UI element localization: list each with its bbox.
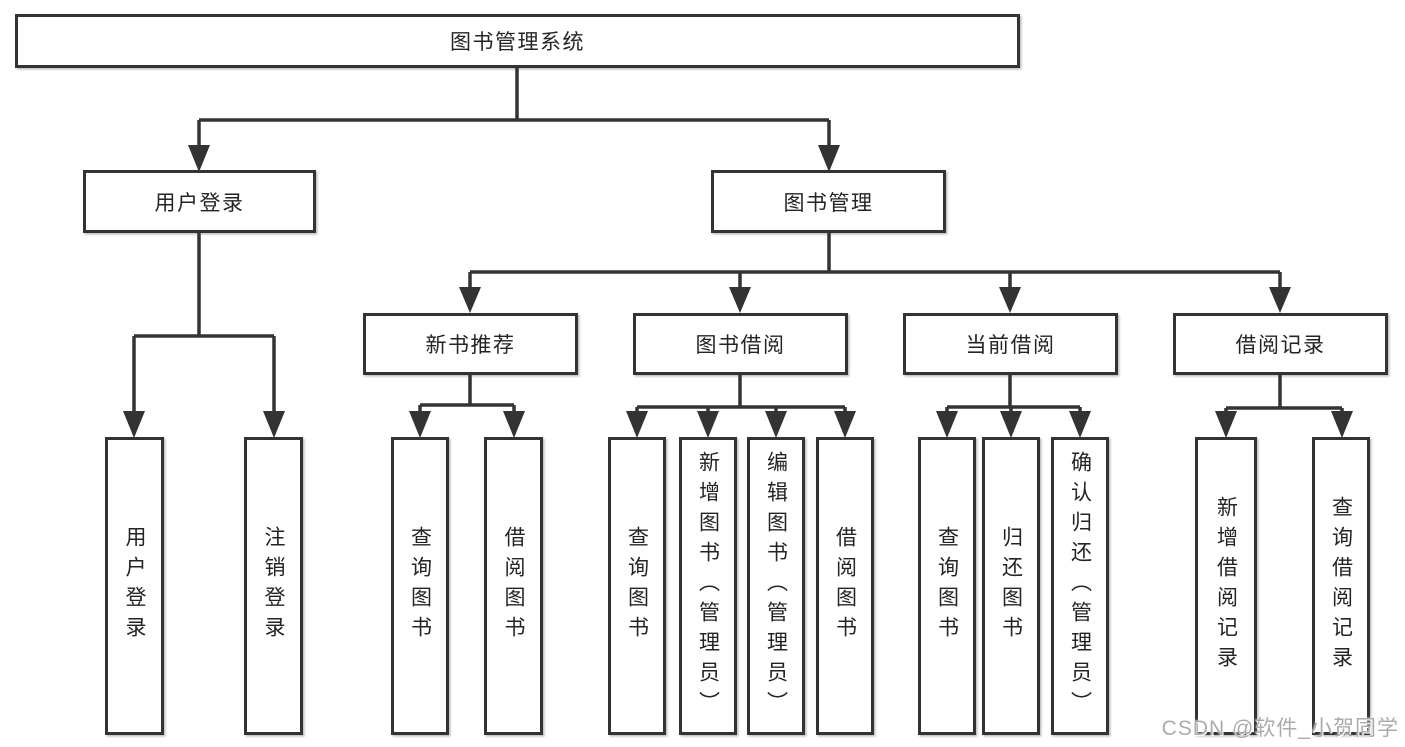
node-book-borrowing: 图书借阅 <box>633 313 848 375</box>
leaf-add-borrow-record: 新增借阅记录 <box>1195 437 1257 735</box>
arrowhead-down-icon <box>818 145 840 172</box>
arrowhead-down-icon <box>188 145 210 172</box>
leaf-borrow-books: 借阅图书 <box>816 437 874 735</box>
leaf-user-login: 用户登录 <box>105 437 164 735</box>
arrowhead-down-icon <box>123 411 145 438</box>
arrowhead-down-icon <box>765 411 787 438</box>
arrowhead-down-icon <box>999 287 1021 313</box>
arrowhead-down-icon <box>1069 411 1091 438</box>
arrowhead-down-icon <box>1269 287 1291 313</box>
leaf-query-books: 查询图书 <box>391 437 449 735</box>
arrowhead-down-icon <box>1331 411 1353 438</box>
arrowhead-down-icon <box>503 411 525 438</box>
arrowhead-down-icon <box>626 411 648 438</box>
connector-root-to-level1 <box>197 68 831 146</box>
connector-book-mgmt-children <box>468 233 1282 288</box>
leaf-return-book: 归还图书 <box>982 437 1040 735</box>
connector-borrow-records-children <box>1224 375 1344 412</box>
arrowhead-down-icon <box>459 287 481 313</box>
leaf-edit-book-admin: 编辑图书（管理员） <box>747 437 805 735</box>
arrowhead-down-icon <box>1215 411 1237 438</box>
csdn-watermark: CSDN @软件_小贺同学 <box>1161 717 1399 740</box>
leaf-query-borrow-record: 查询借阅记录 <box>1312 437 1370 735</box>
connector-new-book-rec-children <box>418 375 516 412</box>
leaf-query-books: 查询图书 <box>608 437 666 735</box>
arrowhead-down-icon <box>409 411 431 438</box>
arrowhead-down-icon <box>936 411 958 438</box>
node-current-borrowing: 当前借阅 <box>903 313 1118 375</box>
connector-book-borrow-children <box>635 375 847 412</box>
node-new-book-recommendation: 新书推荐 <box>363 313 578 375</box>
leaf-borrow-books: 借阅图书 <box>484 437 543 735</box>
leaf-add-book-admin: 新增图书（管理员） <box>679 437 737 735</box>
node-borrowing-records: 借阅记录 <box>1173 313 1388 375</box>
arrowhead-down-icon <box>729 287 751 313</box>
node-book-management: 图书管理 <box>711 170 946 233</box>
leaf-query-books: 查询图书 <box>918 437 976 735</box>
arrowhead-down-icon <box>697 411 719 438</box>
connector-user-login-children <box>132 233 276 412</box>
leaf-confirm-return-admin: 确认归还（管理员） <box>1051 437 1109 735</box>
arrowhead-down-icon <box>834 411 856 438</box>
node-library-management-system: 图书管理系统 <box>15 14 1020 68</box>
arrowhead-down-icon <box>1000 411 1022 438</box>
leaf-logout: 注销登录 <box>244 437 303 735</box>
node-user-login: 用户登录 <box>83 170 316 233</box>
connector-current-borrow-children <box>945 375 1082 412</box>
arrowhead-down-icon <box>263 411 285 438</box>
